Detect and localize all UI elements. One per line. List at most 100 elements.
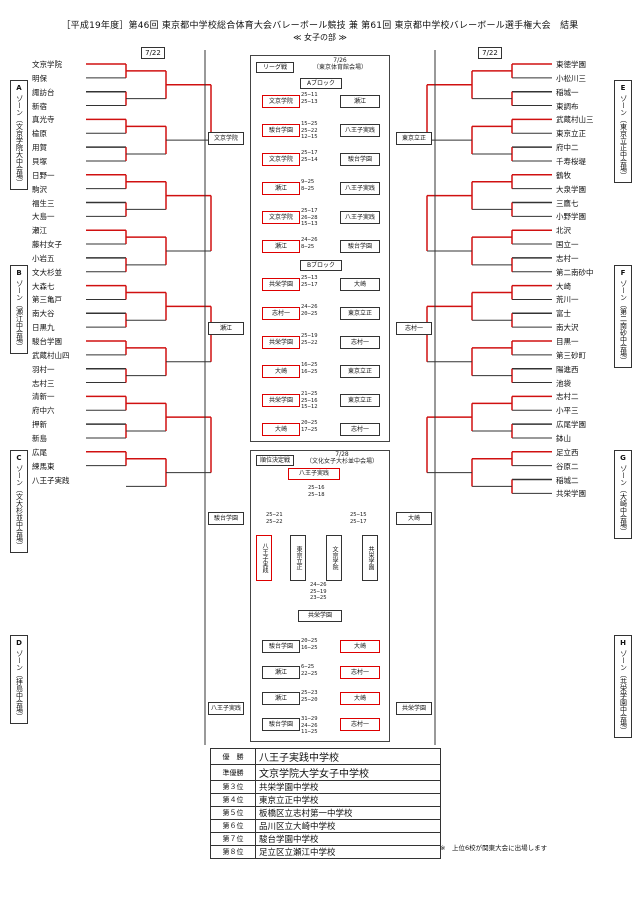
zone-winner-right-1: 志村一 bbox=[396, 322, 432, 335]
school-name: 文京学院大学女子中学校 bbox=[255, 764, 441, 781]
right-team-28: 足立西 bbox=[556, 447, 579, 457]
rank-label: 第８位 bbox=[210, 845, 256, 859]
left-team-24: 清新一 bbox=[32, 392, 55, 402]
match-score: 15−25 25−22 12−15 bbox=[301, 121, 318, 140]
zone-text: ゾーン（文大杉並中会場） bbox=[15, 465, 24, 549]
placement-left: 駿台学園 bbox=[262, 718, 300, 731]
final-score-right: 25−15 25−17 bbox=[350, 512, 367, 525]
final-four-0: 八王子実践 bbox=[256, 535, 272, 581]
left-team-3: 新宿 bbox=[32, 101, 47, 111]
placement-right: 大崎 bbox=[340, 640, 380, 653]
right-team-9: 大泉学園 bbox=[556, 184, 586, 194]
zone-text: ゾーン（共栄学園中会場） bbox=[619, 650, 628, 734]
placement-score: 6−25 22−25 bbox=[301, 664, 318, 677]
match-right-team: 東京立正 bbox=[340, 365, 380, 378]
match-right-team: 駿台学園 bbox=[340, 153, 380, 166]
match-left-team: 共栄学園 bbox=[262, 336, 300, 349]
right-team-0: 東徳学園 bbox=[556, 60, 586, 69]
left-team-4: 真光寺 bbox=[32, 115, 55, 125]
zone-text: ゾーン（文京学院大中会場） bbox=[15, 95, 24, 186]
rank-label: 第４位 bbox=[210, 793, 256, 807]
left-team-28: 広尾 bbox=[32, 447, 47, 457]
rank-label: 優 勝 bbox=[210, 748, 256, 765]
results-row: 第７位駿台学園中学校 bbox=[210, 832, 441, 846]
right-team-21: 第三砂町 bbox=[556, 350, 586, 360]
match-left-team: 文京学院 bbox=[262, 153, 300, 166]
placement-score: 25−23 25−20 bbox=[301, 690, 318, 703]
right-team-13: 国立一 bbox=[556, 240, 579, 250]
match-left-team: 駿台学園 bbox=[262, 124, 300, 137]
zone-winner-left-2: 駿台学園 bbox=[208, 512, 244, 525]
final-header: 順位決定戦 bbox=[256, 455, 294, 466]
school-name: 板橋区立志村第一中学校 bbox=[255, 806, 441, 820]
left-team-19: 日黒九 bbox=[32, 323, 55, 333]
match-score: 25−19 25−22 bbox=[301, 333, 318, 346]
left-team-21: 武蔵村山四 bbox=[32, 350, 70, 360]
match-right-team: 東京立正 bbox=[340, 307, 380, 320]
page-title: ［平成19年度］第46回 東京都中学校総合体育大会バレーボール競技 兼 第61回… bbox=[61, 21, 579, 31]
match-left-team: 大崎 bbox=[262, 423, 300, 436]
final-date: 7/28 （文化女子大杉並中会場） bbox=[305, 451, 378, 465]
match-left-team: 志村一 bbox=[262, 307, 300, 320]
placement-right: 志村一 bbox=[340, 718, 380, 731]
left-team-0: 文京学院 bbox=[32, 60, 62, 69]
match-right-team: 大崎 bbox=[340, 278, 380, 291]
block-b-label: Bブロック bbox=[300, 260, 342, 271]
champion-box: 八王子実践 bbox=[288, 468, 340, 480]
zone-text: ゾーン（瀬江中会場） bbox=[15, 280, 24, 350]
match-left-team: 瀬江 bbox=[262, 182, 300, 195]
zone-letter: A bbox=[16, 84, 22, 92]
right-team-19: 南大沢 bbox=[556, 323, 579, 333]
third-place-box: 共栄学園 bbox=[298, 610, 342, 622]
league-frame bbox=[250, 55, 390, 442]
rank-label: 第５位 bbox=[210, 806, 256, 820]
results-table: 優 勝八王子実践中学校準優勝文京学院大学女子中学校第３位共栄学園中学校第４位東京… bbox=[210, 748, 441, 859]
match-score: 24−26 20−25 bbox=[301, 304, 318, 317]
left-team-15: 文大杉並 bbox=[32, 267, 62, 277]
results-row: 第３位共栄学園中学校 bbox=[210, 780, 441, 794]
left-team-22: 羽村一 bbox=[32, 364, 55, 374]
match-score: 21−25 25−16 15−12 bbox=[301, 391, 318, 410]
right-team-24: 志村二 bbox=[556, 392, 579, 402]
right-team-11: 小野学園 bbox=[556, 212, 586, 222]
right-team-8: 鶴牧 bbox=[556, 170, 571, 180]
right-team-4: 武蔵村山三 bbox=[556, 115, 594, 125]
match-right-team: 志村一 bbox=[340, 336, 380, 349]
right-team-3: 東調布 bbox=[556, 101, 579, 111]
left-team-23: 志村三 bbox=[32, 378, 55, 388]
final-frame bbox=[250, 450, 390, 742]
school-name: 共栄学園中学校 bbox=[255, 780, 441, 794]
rank-label: 準優勝 bbox=[210, 764, 256, 781]
school-name: 足立区立瀬江中学校 bbox=[255, 845, 441, 859]
right-team-15: 第二南砂中 bbox=[556, 267, 594, 277]
match-score: 25−13 25−17 bbox=[301, 275, 318, 288]
results-row: 第５位板橋区立志村第一中学校 bbox=[210, 806, 441, 820]
school-name: 東京立正中学校 bbox=[255, 793, 441, 807]
match-left-team: 瀬江 bbox=[262, 240, 300, 253]
right-team-22: 陽進西 bbox=[556, 364, 579, 374]
zone-winner-left-0: 文京学院 bbox=[208, 132, 244, 145]
school-name: 八王子実践中学校 bbox=[255, 748, 441, 765]
right-team-16: 大崎 bbox=[556, 281, 571, 291]
zone-text: ゾーン（第二南砂中会場） bbox=[619, 280, 628, 364]
left-team-30: 八王子実践 bbox=[32, 475, 70, 485]
zone-winner-left-3: 八王子実践 bbox=[208, 702, 244, 715]
left-team-11: 大島一 bbox=[32, 212, 55, 222]
right-team-5: 東京立正 bbox=[556, 129, 586, 139]
results-row: 第４位東京立正中学校 bbox=[210, 793, 441, 807]
right-team-17: 荒川一 bbox=[556, 295, 579, 305]
placement-right: 志村一 bbox=[340, 666, 380, 679]
left-team-18: 南大谷 bbox=[32, 309, 55, 319]
match-score: 9−25 8−25 bbox=[301, 179, 315, 192]
match-left-team: 共栄学園 bbox=[262, 394, 300, 407]
right-team-30: 稲城二 bbox=[556, 475, 579, 485]
date-tab-left: 7/22 bbox=[141, 47, 165, 59]
zone-letter: H bbox=[620, 639, 626, 647]
left-team-26: 押新 bbox=[32, 420, 47, 430]
left-team-16: 大森七 bbox=[32, 281, 55, 291]
left-team-7: 貝塚 bbox=[32, 156, 47, 166]
